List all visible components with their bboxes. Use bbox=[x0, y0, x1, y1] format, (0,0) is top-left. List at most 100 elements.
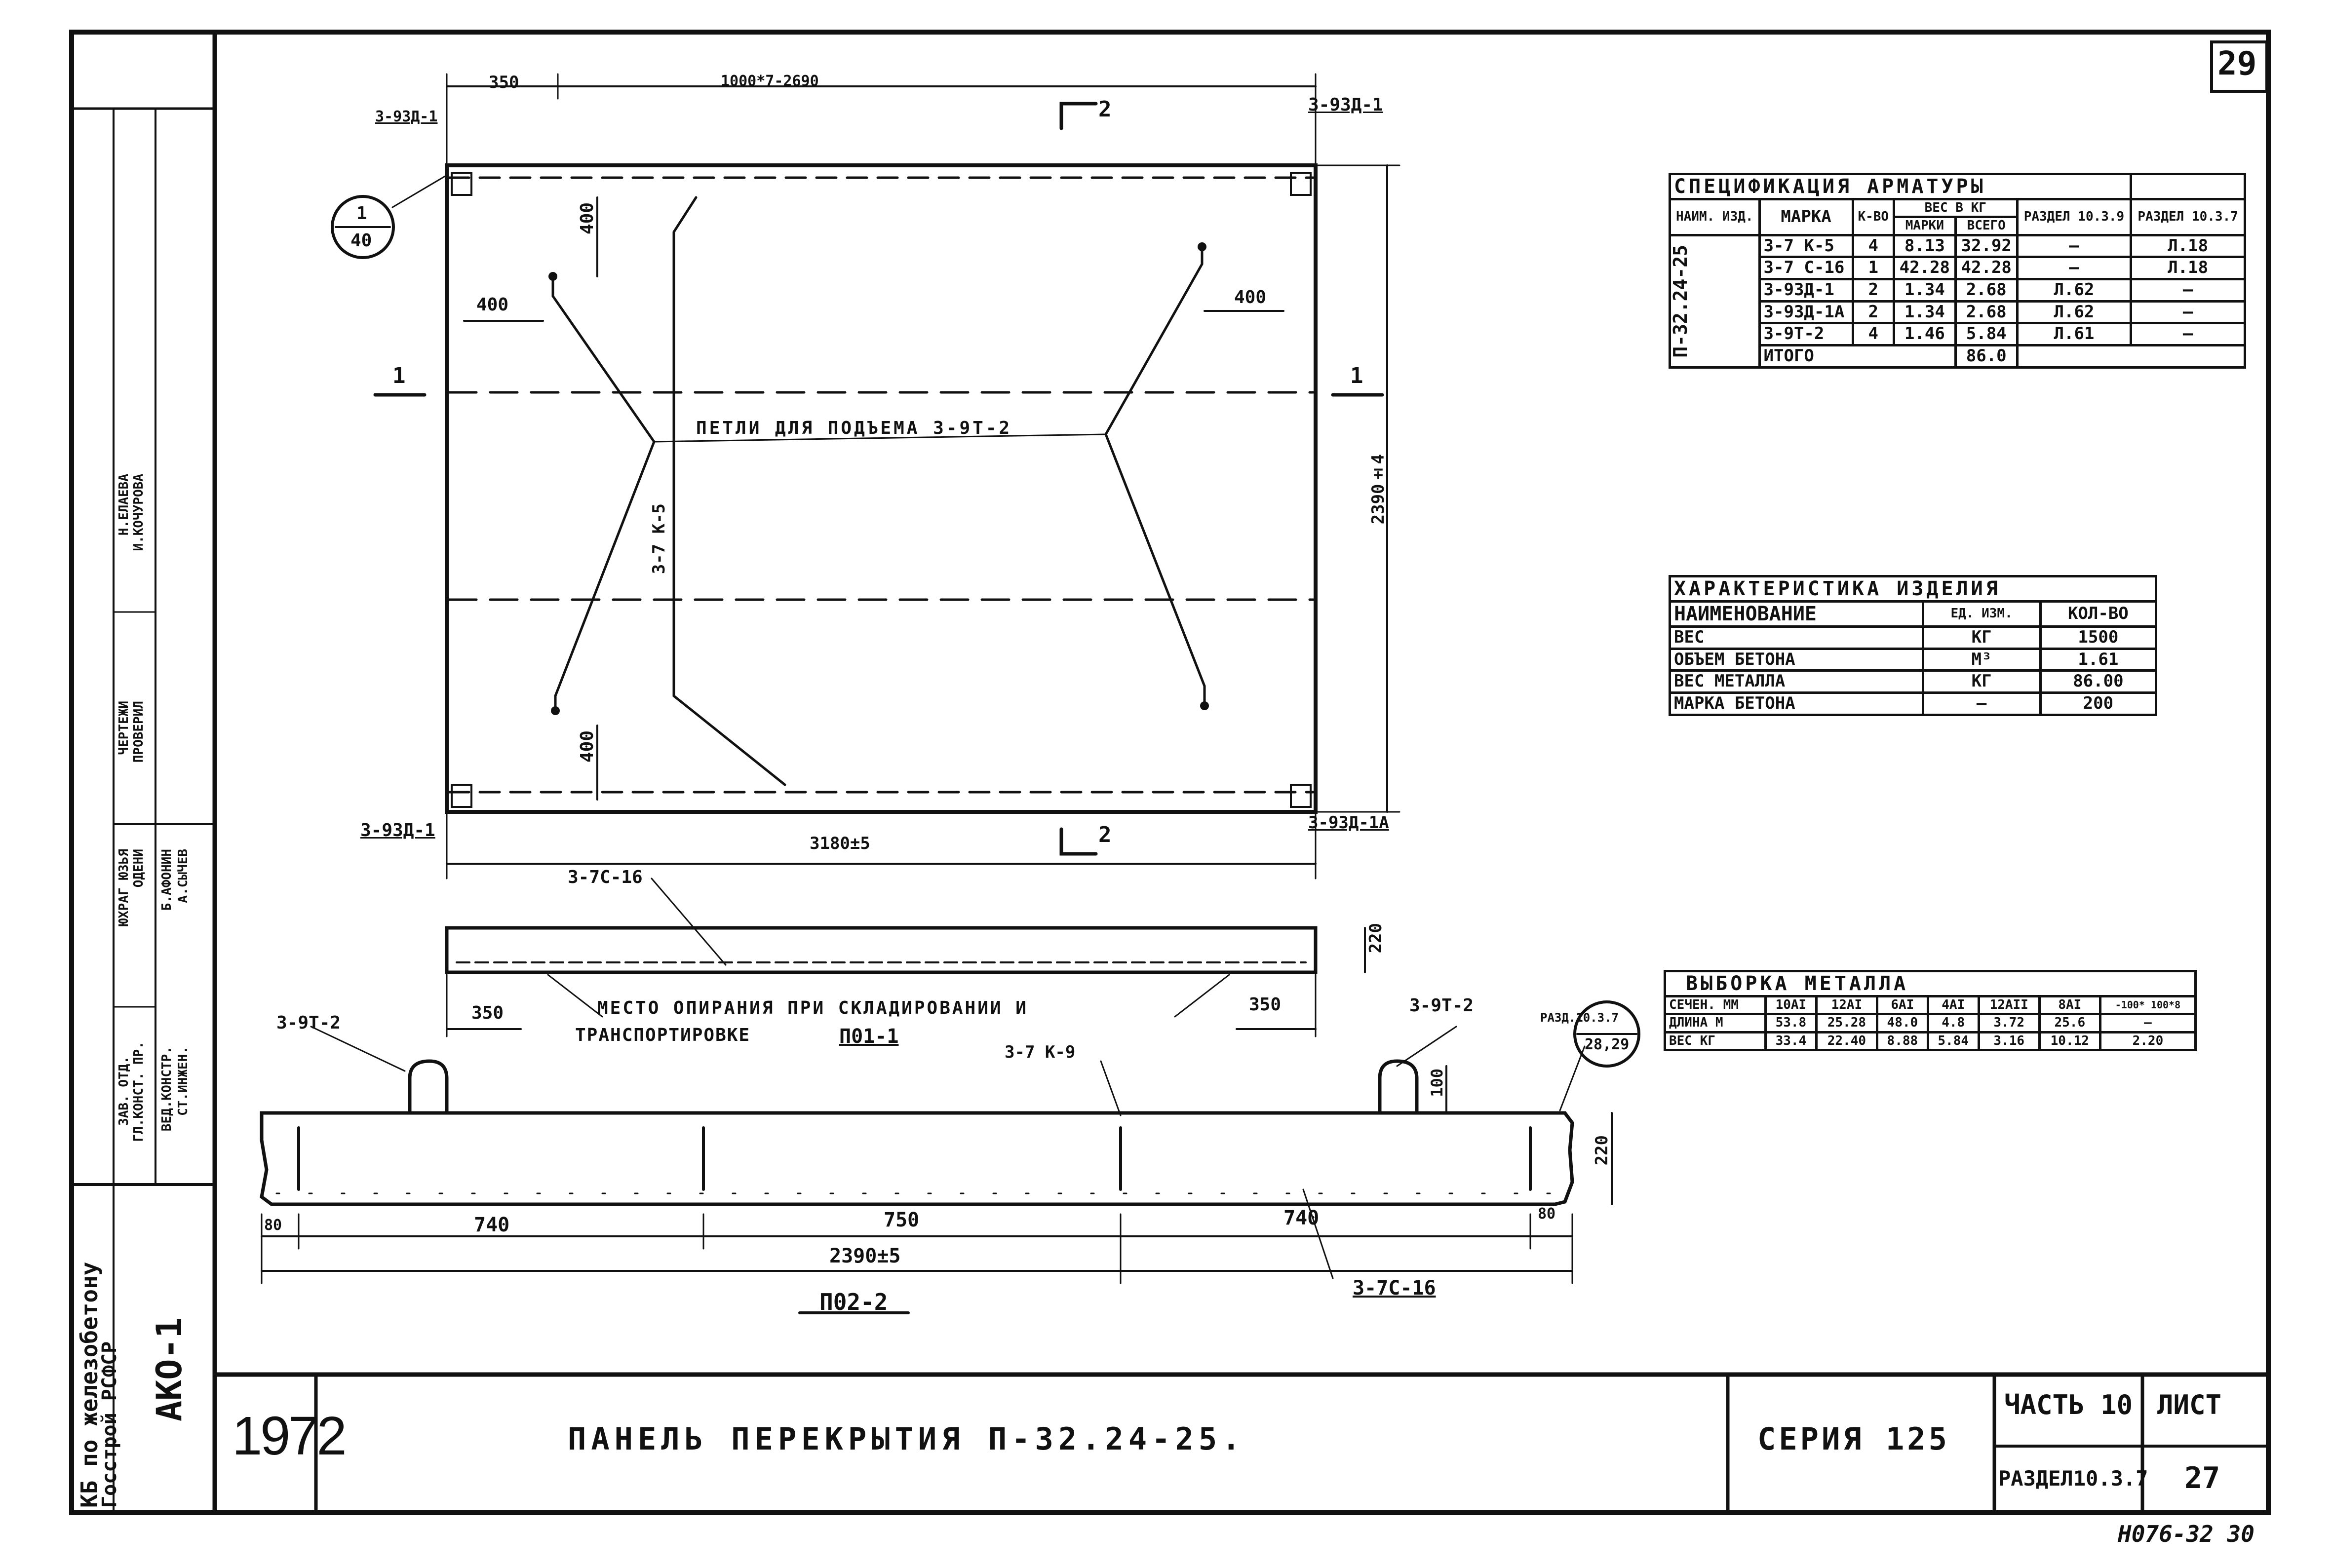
dim-400-a: 400 bbox=[476, 295, 509, 315]
spec-cell: 3-9ЗД-1А bbox=[1758, 300, 1854, 325]
spec-title: СПЕЦИФИКАЦИЯ АРМАТУРЫ bbox=[1668, 173, 2133, 200]
spec-h-qty: К-ВО bbox=[1851, 198, 1895, 236]
table-row: ВЕС КГ 33.4 22.40 8.88 5.84 3.16 10.12 2… bbox=[1664, 1031, 2197, 1051]
spec-total-label: ИТОГО bbox=[1758, 344, 1957, 369]
section-1-1-outline bbox=[445, 926, 1318, 974]
spec-table: СПЕЦИФИКАЦИЯ АРМАТУРЫ НАИМ. ИЗД. МАРКА К… bbox=[1668, 173, 2247, 369]
spec-cell: 3-7 К-5 bbox=[1758, 233, 1854, 259]
charact-title: ХАРАКТЕРИСТИКА ИЗДЕЛИЯ bbox=[1669, 575, 2157, 603]
charact-cell: ОБЪЕМ БЕТОНА bbox=[1669, 647, 1924, 672]
charact-cell: КГ bbox=[1921, 669, 2042, 694]
s22-d-750: 750 bbox=[884, 1209, 920, 1231]
drawing-title: ПАНЕЛЬ ПЕРЕКРЫТИЯ П-32.24-25. bbox=[568, 1421, 1245, 1457]
spec-cell: 42.28 bbox=[1892, 256, 1957, 280]
s11-note-1: МЕСТО ОПИРАНИЯ ПРИ СКЛАДИРОВАНИИ И bbox=[597, 998, 1028, 1018]
cut-1-left: 1 bbox=[392, 363, 406, 388]
spec-h-w-mark: МАРКИ bbox=[1892, 216, 1957, 236]
spec-cell: 32.92 bbox=[1954, 233, 2019, 259]
charact-cell: 200 bbox=[2039, 691, 2158, 716]
spec-h-sect2: РАЗДЕЛ 10.3.7 bbox=[2130, 198, 2246, 236]
cut-1-right: 1 bbox=[1350, 363, 1363, 388]
spec-cell: Л.62 bbox=[2016, 300, 2133, 325]
charact-h-qty: КОЛ-ВО bbox=[2039, 600, 2158, 628]
spec-cell: 3-7 С-16 bbox=[1758, 256, 1854, 280]
spec-product: П-32.24-25 bbox=[1670, 244, 1691, 358]
dim-top-main: 1000*7-2690 bbox=[721, 73, 819, 90]
spec-cell: 2 bbox=[1851, 300, 1895, 325]
metal-cell: ДЛИНА М bbox=[1664, 1013, 1767, 1033]
table-row: 3-7 С-16 1 42.28 42.28 — Л.18 bbox=[1670, 256, 2246, 280]
spec-h-name: НАИМ. ИЗД. bbox=[1669, 198, 1761, 236]
metal-header: 12АІ bbox=[1815, 994, 1878, 1016]
metal-header: СЕЧЕН. ММ bbox=[1664, 994, 1767, 1016]
sheet-label: ЛИСТ bbox=[2157, 1389, 2222, 1420]
org-line1: КБ по железобетону bbox=[76, 1262, 103, 1508]
charact-h-unit: ЕД. ИЗМ. bbox=[1921, 600, 2042, 628]
charact-cell: МАРКА БЕТОНА bbox=[1669, 691, 1924, 716]
spec-cell: 1.34 bbox=[1892, 277, 1957, 303]
metal-header: -100* 100*8 bbox=[2099, 994, 2197, 1016]
s22-dim-100: 100 bbox=[1428, 1069, 1446, 1097]
section-2-top: 2 bbox=[1098, 97, 1112, 122]
sheet-value: 27 bbox=[2184, 1461, 2220, 1495]
spec-cell: 5.84 bbox=[1954, 322, 2019, 347]
metal-header: 8АІ bbox=[2038, 994, 2101, 1016]
org-line2: Госстрой РСФСР bbox=[98, 1341, 121, 1508]
s22-bar: 3-7С-16 bbox=[1353, 1277, 1436, 1300]
metal-header: 12АІІ bbox=[1977, 994, 2041, 1016]
spec-cell: — bbox=[2016, 256, 2133, 280]
section-2-bottom: 2 bbox=[1098, 822, 1112, 847]
table-row: ВЕС МЕТАЛЛА КГ 86.00 bbox=[1669, 669, 2158, 694]
spec-cell: 2.68 bbox=[1954, 300, 2019, 325]
callout-top: 1 bbox=[356, 203, 367, 224]
charact-cell: ВЕС bbox=[1669, 625, 1924, 650]
s11-dim-right: 350 bbox=[1249, 994, 1282, 1015]
side-role-4: СТ.ИНЖЕН. bbox=[176, 1046, 191, 1116]
metal-cell: 53.8 bbox=[1764, 1013, 1818, 1033]
loop-label: ПЕТЛИ ДЛЯ ПОДЪЕМА 3-9Т-2 bbox=[696, 418, 1012, 438]
footer-code: Н076-32 30 bbox=[2118, 1521, 2254, 1547]
spec-total-value: 86.0 bbox=[1954, 344, 2019, 369]
table-row: ОБЪЕМ БЕТОНА М³ 1.61 bbox=[1669, 647, 2158, 672]
spec-cell: Л.62 bbox=[2016, 277, 2133, 303]
spec-cell: 3-9ЗД-1 bbox=[1758, 277, 1854, 303]
table-row: 3-9ЗД-1А 2 1.34 2.68 Л.62 — bbox=[1670, 300, 2246, 325]
panel-plan-outline bbox=[445, 163, 1318, 814]
metal-cell: 8.88 bbox=[1875, 1031, 1929, 1051]
metal-cell: 25.6 bbox=[2038, 1013, 2101, 1033]
s22-dim-220: 220 bbox=[1592, 1135, 1612, 1166]
metal-cell: 48.0 bbox=[1875, 1013, 1929, 1033]
frame-label: 3-7 К-5 bbox=[649, 503, 669, 574]
part-label: ЧАСТЬ 10 bbox=[2004, 1389, 2133, 1420]
s22-title: П02-2 bbox=[819, 1289, 888, 1315]
charact-cell: 1500 bbox=[2039, 625, 2158, 650]
dim-bottom: 3180±5 bbox=[810, 834, 870, 853]
spec-cell: 2 bbox=[1851, 277, 1895, 303]
s22-callout-top: РАЗД.10.3.7 bbox=[1540, 1011, 1619, 1025]
spec-cell: 1 bbox=[1851, 256, 1895, 280]
spec-h-sect1: РАЗДЕЛ 10.3.9 bbox=[2016, 198, 2133, 236]
metal-cell: 10.12 bbox=[2038, 1031, 2101, 1051]
side-role-2: ГЛ.КОНСТ. ПР. bbox=[131, 1041, 146, 1142]
spec-cell: 2.68 bbox=[1954, 277, 2019, 303]
side-role-1: ЗАВ. ОТД. bbox=[117, 1056, 131, 1126]
s22-d-80a: 80 bbox=[264, 1217, 282, 1234]
metal-cell: 3.16 bbox=[1977, 1031, 2041, 1051]
spec-cell: Л.18 bbox=[2130, 256, 2246, 280]
callout-bottom: 40 bbox=[350, 230, 372, 251]
spec-cell: — bbox=[2130, 277, 2246, 303]
stamp-code: АКО-1 bbox=[149, 1317, 190, 1421]
charact-cell: КГ bbox=[1921, 625, 2042, 650]
spec-cell: 4 bbox=[1851, 233, 1895, 259]
charact-cell: ВЕС МЕТАЛЛА bbox=[1669, 669, 1924, 694]
s22-d-740b: 740 bbox=[1283, 1207, 1320, 1229]
spec-h-w-total: ВСЕГО bbox=[1954, 216, 2019, 236]
metal-title: ВЫБОРКА МЕТАЛЛА bbox=[1664, 970, 2197, 997]
spec-h-weight: ВЕС В КГ bbox=[1892, 197, 2019, 219]
detail-callout-circle bbox=[331, 195, 395, 259]
charact-cell: 86.00 bbox=[2039, 669, 2158, 694]
section-2-2-outline bbox=[260, 1111, 1574, 1206]
metal-header: 6АІ bbox=[1875, 994, 1929, 1016]
spec-h-mark: МАРКА bbox=[1758, 198, 1854, 236]
